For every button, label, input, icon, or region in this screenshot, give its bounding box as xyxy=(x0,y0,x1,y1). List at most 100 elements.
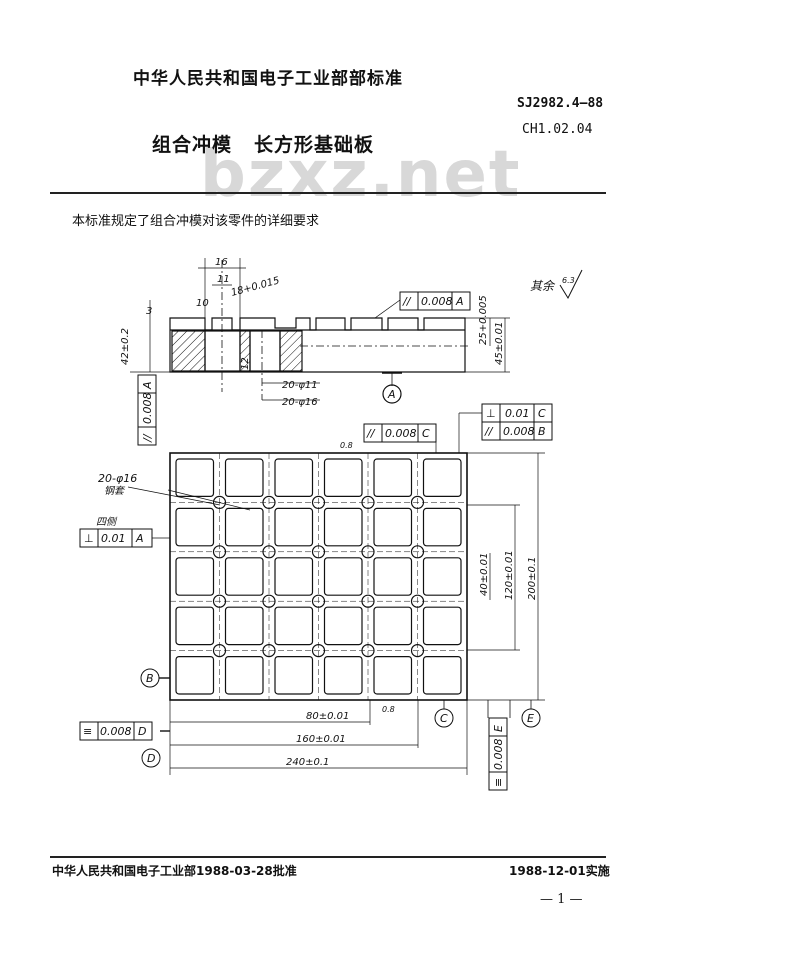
dim-12: 12 xyxy=(240,357,251,370)
title-part1: 组合冲模 xyxy=(152,134,233,156)
datum-D: D xyxy=(147,752,155,765)
dim-40: 40±0.01 xyxy=(479,553,490,596)
page-number: — 1 — xyxy=(540,892,583,907)
tol-val: 0.01 xyxy=(505,407,530,420)
grid-cell xyxy=(323,655,363,695)
grid-cell xyxy=(224,606,264,646)
tol-val: 0.008 xyxy=(385,427,417,440)
dim-120: 120±0.01 xyxy=(504,550,515,600)
tol-sym: ⊥ xyxy=(84,532,94,545)
holes-16-label: 20-φ16 xyxy=(282,397,318,408)
tol-ref: A xyxy=(141,381,154,390)
tol-ref: C xyxy=(422,427,430,440)
tol-sym: ⊥ xyxy=(486,407,496,420)
roughness-08-top: 0.8 xyxy=(340,441,353,450)
header-rule xyxy=(50,192,606,194)
dim-42: 42±0.2 xyxy=(120,328,131,365)
grid-cell xyxy=(323,507,363,547)
tol-perp-C: ⊥ 0.01 C xyxy=(481,403,553,423)
tol-symmetry-D: ≡ 0.008 D xyxy=(79,721,153,741)
tol-val: 0.01 xyxy=(101,532,126,545)
grid-cell xyxy=(175,557,215,596)
grid-cell xyxy=(175,507,215,547)
section-view xyxy=(130,258,510,404)
tol-sym: // xyxy=(366,427,376,440)
tol-sym: // xyxy=(141,433,154,443)
dim-18: 18+0.015 xyxy=(230,275,281,298)
grid-cell xyxy=(274,557,314,596)
roughness-rest: 其余 xyxy=(530,279,556,293)
grid-cell xyxy=(373,557,413,596)
dim-3: 3 xyxy=(146,306,152,317)
footer-rule xyxy=(50,856,606,858)
grid-cell xyxy=(175,458,215,498)
grid-cell xyxy=(373,606,413,646)
holes-16-sleeve-label: 20-φ16 xyxy=(98,472,137,485)
grid-cell xyxy=(373,458,413,498)
dim-80: 80±0.01 xyxy=(306,711,349,722)
grid-cell xyxy=(274,507,314,547)
grid-cell xyxy=(422,507,462,547)
tol-sym: ≡ xyxy=(83,725,92,738)
datum-D-circle xyxy=(141,748,161,768)
document-title: 组合冲模长方形基础板 xyxy=(152,130,374,157)
grid-cell xyxy=(224,655,264,695)
part-code: CH1.02.04 xyxy=(522,122,593,137)
tol-sym: // xyxy=(484,425,494,438)
datum-A: A xyxy=(387,388,396,401)
holes-16-sleeve-sub: 钢套 xyxy=(104,485,126,497)
tol-parallel-C: // 0.008 C xyxy=(363,423,437,443)
grid-cell xyxy=(224,557,264,596)
grid-cell xyxy=(274,655,314,695)
tol-val: 0.008 xyxy=(503,425,535,438)
tol-parallel-B: // 0.008 B xyxy=(481,421,553,441)
grid-cell xyxy=(422,655,462,695)
tol-sym: ≡ xyxy=(492,778,505,787)
grid-cell xyxy=(422,606,462,646)
dim-160: 160±0.01 xyxy=(296,734,346,745)
grid-cell xyxy=(373,507,413,547)
plan-view xyxy=(127,412,545,775)
datum-E-circle xyxy=(521,708,541,728)
roughness-check-icon xyxy=(559,269,583,300)
tol-val: 0.008 xyxy=(141,393,154,425)
tol-symmetry-E: ≡ 0.008 E xyxy=(488,717,508,791)
tol-val: 0.008 xyxy=(421,295,453,308)
watermark: bzxz.net xyxy=(200,138,522,212)
datum-E: E xyxy=(527,712,534,725)
tol-ref: A xyxy=(135,532,144,545)
tol-ref: B xyxy=(538,425,546,438)
grid-cell xyxy=(422,458,462,498)
grid-cell xyxy=(224,458,264,498)
tol-ref: E xyxy=(492,725,505,732)
tol-ref: C xyxy=(538,407,546,420)
title-part2: 长方形基础板 xyxy=(254,134,375,156)
grid-cell xyxy=(422,557,462,596)
tol-sym: // xyxy=(402,295,412,308)
tol-ref: D xyxy=(138,725,146,738)
dim-45: 45±0.01 xyxy=(494,322,505,365)
dim-240: 240±0.1 xyxy=(286,757,329,768)
dim-10: 10 xyxy=(196,298,209,309)
effective-date: 1988-12-01实施 xyxy=(509,864,610,878)
dim-16: 16 xyxy=(215,257,228,268)
tol-parallel-A-side: // 0.008 A xyxy=(137,374,157,446)
dim-25: 25+0.005 xyxy=(478,295,489,345)
ministry-standard-heading: 中华人民共和国电子工业部部标准 xyxy=(133,69,403,89)
standard-number: SJ2982.4—88 xyxy=(517,96,604,111)
scope-text: 本标准规定了组合冲模对该零件的详细要求 xyxy=(72,214,320,229)
datum-B-circle xyxy=(140,668,160,688)
datum-C-circle xyxy=(434,708,454,728)
roughness-value: 6.3 xyxy=(562,276,575,285)
tol-parallel-A-top: // 0.008 A xyxy=(399,291,471,311)
grid-cell xyxy=(274,606,314,646)
grid-cell xyxy=(373,655,413,695)
grid-cell xyxy=(224,507,264,547)
grid-cell xyxy=(274,458,314,498)
four-sides-label: 四侧 xyxy=(96,516,118,528)
tol-perp-A: ⊥ 0.01 A xyxy=(79,528,153,548)
grid-cell xyxy=(323,557,363,596)
approval-date: 中华人民共和国电子工业部1988-03-28批准 xyxy=(52,864,297,878)
grid-cell xyxy=(175,606,215,646)
